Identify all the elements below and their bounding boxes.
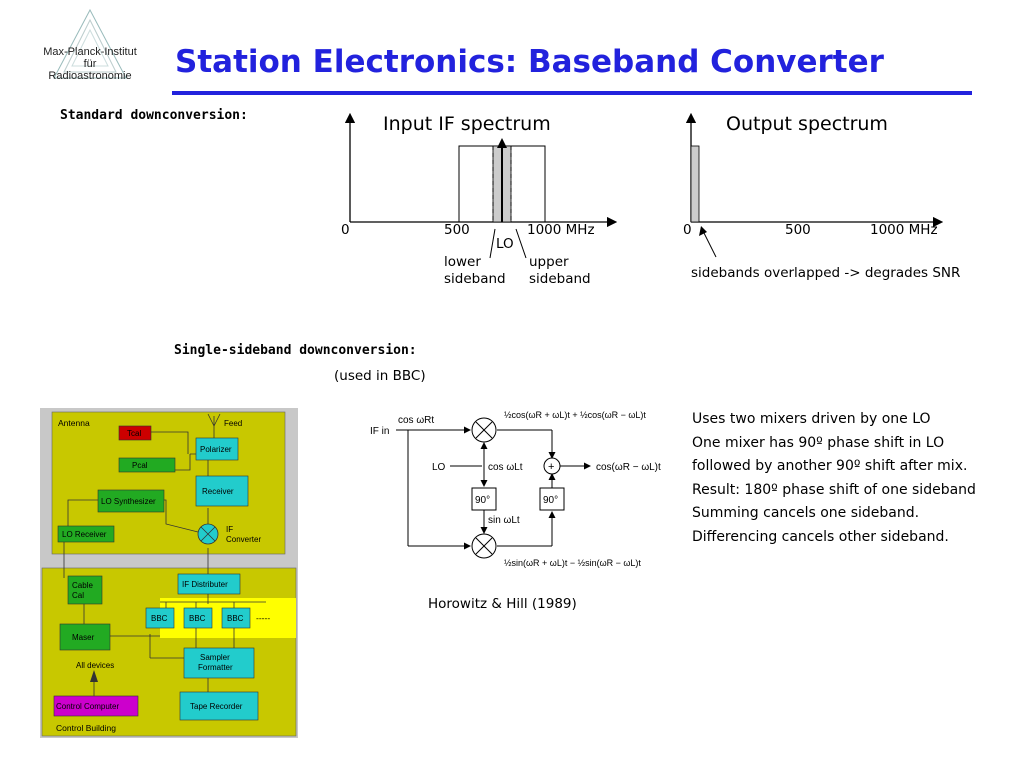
bd-sampler: Sampler (200, 653, 230, 662)
ssb-cos-r: cos ωRt (398, 415, 434, 426)
logo-line-3: Radioastronomie (48, 70, 132, 82)
ssb-note-3: followed by another 90º shift after mix. (692, 458, 968, 474)
ssb-heading: Single-sideband downconversion: (174, 343, 417, 358)
output-overlapped-band (690, 145, 700, 223)
lo-receiver-box (57, 525, 115, 543)
ssb-subheading: (used in BBC) (334, 368, 426, 384)
output-spectrum-title: Output spectrum (726, 113, 888, 135)
ssb-output: cos(ωR − ωL)t (596, 462, 661, 473)
bd-all-devices: All devices (76, 661, 114, 670)
output-note: sidebands overlapped -> degrades SNR (691, 265, 961, 281)
bd-bbc-3: BBC (227, 614, 244, 623)
lo-synth-box (97, 489, 165, 513)
output-pointer-arrow-icon (699, 226, 707, 236)
logo-line-1: Max-Planck-Institut (43, 46, 137, 58)
bbc-box-2 (183, 607, 213, 629)
input-tick-0: 0 (341, 222, 350, 238)
ssb-note-6: Differencing cancels other sideband. (692, 528, 949, 545)
input-spectrum-plot (344, 112, 618, 259)
pcal-box (118, 457, 176, 473)
polarizer-box (195, 437, 239, 461)
bd-lo-receiver: LO Receiver (62, 530, 107, 539)
ssb-note-2: One mixer has 90º phase shift in LO (692, 434, 945, 451)
bd-maser: Maser (72, 633, 95, 642)
if-distributer-box (177, 573, 241, 595)
receiver-box (195, 475, 249, 507)
output-tick-1000: 1000 MHz (870, 222, 938, 238)
lower-sideband-label-1: lower (444, 254, 481, 270)
bd-receiver: Receiver (202, 487, 234, 496)
bd-feed: Feed (224, 419, 242, 428)
output-tick-0: 0 (683, 222, 692, 238)
ssb-shift-2: 90° (543, 495, 558, 506)
sampler-formatter-box (183, 647, 255, 679)
bd-control-computer: Control Computer (56, 702, 119, 711)
bd-lo-synth: LO Synthesizer (101, 497, 156, 506)
bbc-box-1 (145, 607, 175, 629)
bd-cable-cal-2: Cal (72, 591, 84, 600)
ssb-lo: LO (432, 462, 446, 473)
ssb-sin-l: sin ωLt (488, 515, 520, 526)
bd-tcal: Tcal (127, 429, 141, 438)
ssb-cos-l: cos ωLt (488, 462, 523, 473)
cable-cal-box (67, 575, 103, 605)
logo-emblem (53, 8, 127, 79)
phase-shift-box-1 (471, 487, 497, 511)
input-tick-1000: 1000 MHz (527, 222, 595, 238)
ssb-if-in: IF in (370, 426, 389, 437)
maser-box (59, 623, 111, 651)
ssb-notes: Uses two mixers driven by one LO One mix… (692, 408, 976, 549)
output-note-pointer (702, 230, 717, 258)
output-tick-500: 500 (785, 222, 811, 238)
bd-bbc-2: BBC (189, 614, 206, 623)
tape-recorder-box (179, 691, 259, 721)
mpifr-logo: Max-Planck-Institut für Radioastronomie (30, 8, 150, 92)
slide-title: Station Electronics: Baseband Converter (175, 44, 884, 80)
bd-dots: ----- (256, 613, 270, 623)
bd-formatter: Formatter (198, 663, 233, 672)
ssb-note-4: Result: 180º phase shift of one sideband (692, 481, 976, 498)
bbc-box-3 (221, 607, 251, 629)
ssb-mixer-schematic: IF in cos ωRt LO cos ωLt sin ωLt 90° 90°… (370, 410, 661, 568)
bd-bbc-1: BBC (151, 614, 168, 623)
bd-if-conv-2: Converter (226, 535, 261, 544)
summing-node (543, 457, 561, 475)
ssb-top-formula: ½cos(ωR + ωL)t + ½cos(ωR − ωL)t (504, 410, 646, 420)
ssb-note-5: Summing cancels one sideband. (692, 505, 920, 521)
ssb-credit: Horowitz & Hill (1989) (428, 596, 577, 612)
ssb-sum-symbol: + (548, 461, 554, 473)
ssb-shift-1: 90° (475, 495, 490, 506)
ssb-note-1: Uses two mixers driven by one LO (692, 411, 931, 427)
bd-if-conv-1: IF (226, 525, 233, 534)
input-tick-500: 500 (444, 222, 470, 238)
upper-sideband-label-2: sideband (529, 271, 591, 287)
bd-cable-cal-1: Cable (72, 581, 93, 590)
tcal-box (118, 425, 152, 441)
bd-tape-recorder: Tape Recorder (190, 702, 243, 711)
control-computer-box (53, 695, 139, 717)
ssb-bottom-formula: ½sin(ωR + ωL)t − ½sin(ωR − ωL)t (504, 558, 641, 568)
bd-polarizer: Polarizer (200, 445, 232, 454)
lower-sideband-pointer (489, 228, 496, 259)
upper-sideband-pointer (515, 228, 527, 259)
lo-label: LO (496, 236, 514, 252)
station-block-diagram: Antenna Feed Tcal Pcal Polarizer Receive… (40, 408, 298, 738)
output-spectrum-plot (685, 112, 944, 258)
bd-control-building: Control Building (56, 723, 116, 733)
lower-sideband-label-2: sideband (444, 271, 506, 287)
phase-shift-box-2 (539, 487, 565, 511)
standard-heading: Standard downconversion: (60, 108, 248, 123)
upper-sideband-label-1: upper (529, 254, 569, 270)
feed-icon (207, 413, 221, 438)
bd-if-dist: IF Distributer (182, 580, 228, 589)
title-rule (172, 91, 972, 95)
lo-arrow-icon (497, 138, 507, 148)
bd-antenna: Antenna (58, 418, 90, 428)
bd-pcal: Pcal (132, 461, 148, 470)
logo-line-2: für (83, 58, 97, 70)
input-spectrum-title: Input IF spectrum (383, 113, 551, 135)
